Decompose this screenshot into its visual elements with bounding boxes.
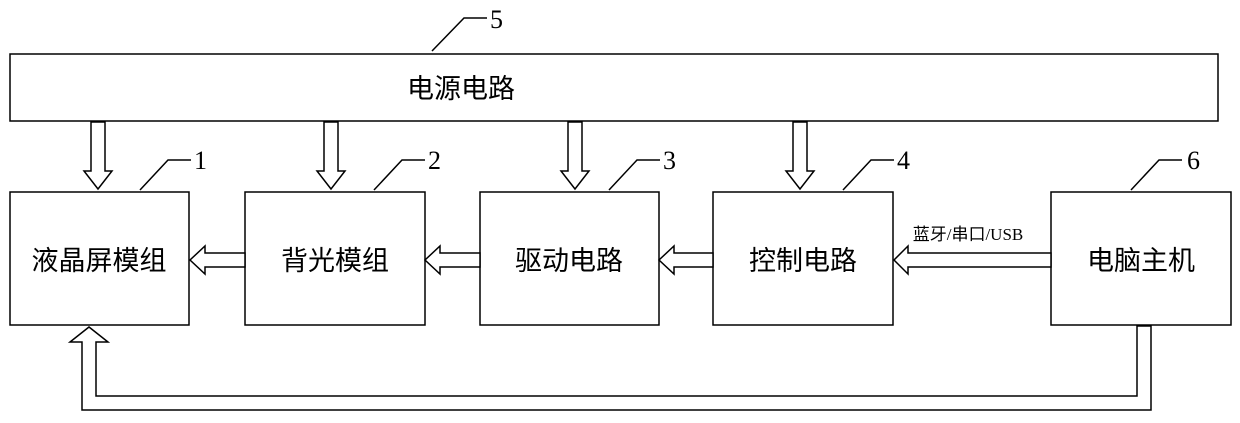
control-circuit-block: 控制电路	[713, 192, 893, 325]
driver-circuit-label: 驱动电路	[515, 246, 623, 277]
backlight-module-label: 背光模组	[281, 246, 389, 277]
power-to-backlight-arrow	[317, 122, 345, 189]
backlight-to-lcd-arrow	[190, 246, 245, 274]
computer-host-label: 电脑主机	[1087, 246, 1195, 277]
computer-to-control-link-label: 蓝牙/串口/USB	[913, 225, 1024, 244]
driver-to-backlight-arrow	[425, 246, 480, 274]
lcd-module-leader	[140, 160, 191, 190]
control-to-driver-arrow	[659, 246, 713, 274]
control-circuit-label: 控制电路	[749, 246, 857, 277]
computer-to-lcd-return-arrow	[70, 326, 1151, 410]
control-circuit-ref: 4	[897, 146, 910, 175]
backlight-module-ref: 2	[428, 146, 441, 175]
backlight-module-block: 背光模组	[245, 192, 425, 325]
lcd-module-block: 液晶屏模组	[10, 192, 189, 325]
driver-circuit-ref: 3	[663, 146, 676, 175]
power-circuit-block: 电源电路	[10, 54, 1218, 121]
backlight-module-leader	[374, 160, 425, 190]
lcd-module-label: 液晶屏模组	[32, 246, 167, 277]
computer-host-ref: 6	[1187, 146, 1200, 175]
power-to-lcd-arrow	[84, 122, 112, 189]
power-to-driver-arrow	[561, 122, 589, 189]
computer-to-control-arrow	[894, 246, 1051, 274]
driver-circuit-block: 驱动电路	[480, 192, 659, 325]
power-circuit-leader	[432, 18, 487, 51]
driver-circuit-leader	[609, 160, 660, 190]
control-circuit-leader	[843, 160, 894, 190]
lcd-module-ref: 1	[194, 146, 207, 175]
power-circuit-label: 电源电路	[407, 74, 515, 105]
power-to-control-arrow	[786, 122, 814, 189]
power-circuit-ref: 5	[490, 5, 503, 34]
computer-host-leader	[1131, 160, 1182, 190]
computer-host-block: 电脑主机	[1051, 192, 1231, 325]
